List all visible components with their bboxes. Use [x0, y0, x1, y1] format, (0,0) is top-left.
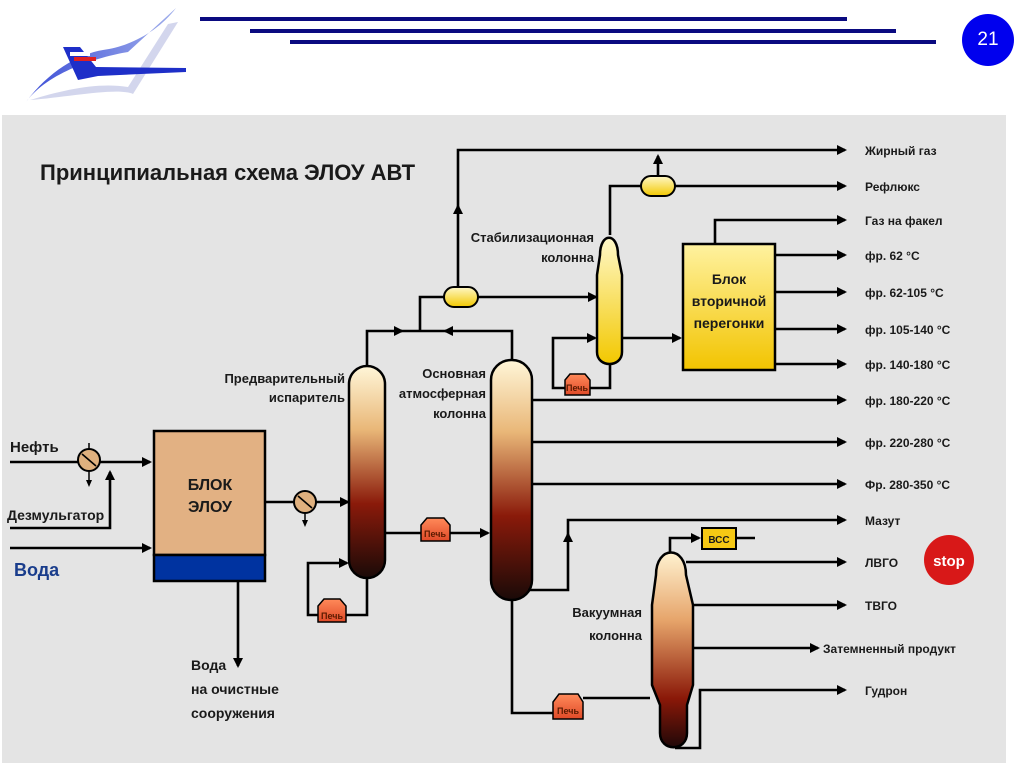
evaporator-overhead-line: [365, 326, 420, 366]
atm-overhead-line: [420, 326, 514, 360]
pre-evaporator-reboiler-loop: [306, 558, 369, 617]
furnace-3-label: Печь: [424, 529, 446, 539]
output-labels: Жирный газ Рефлюкс Газ на факел фр. 62 °…: [823, 144, 956, 698]
heat-exchanger-2-icon: [293, 490, 317, 527]
output-fraction-62: фр. 62 °С: [865, 249, 920, 263]
pre-evaporator-line1: Предварительный: [224, 371, 345, 386]
furnace-3: Печь: [420, 517, 451, 542]
to-condenser-line: [418, 295, 444, 331]
pre-evaporator-column: [347, 364, 387, 580]
elou-block-line2: ЭЛОУ: [188, 499, 233, 516]
condenser-2: [640, 175, 676, 197]
airplane-logo-icon: [26, 8, 186, 102]
stabilization-column: [595, 236, 624, 366]
diagram-title: Принципиальная схема ЭЛОУ АВТ: [40, 160, 416, 185]
atm-to-vacuum-line: [510, 600, 650, 715]
fat-gas-line: [453, 145, 847, 287]
heat-exchanger-1-icon: [77, 443, 101, 487]
stab-column-line2: колонна: [541, 250, 595, 265]
output-darkened-product: Затемненный продукт: [823, 642, 956, 656]
output-mazut: Мазут: [865, 514, 900, 528]
condenser-1: [443, 286, 479, 308]
stab-overhead-line: [608, 184, 641, 235]
output-reflux: Рефлюкс: [865, 180, 920, 194]
stop-button[interactable]: stop: [924, 535, 974, 585]
output-fraction-140-180: фр. 140-180 °С: [865, 358, 951, 372]
vacuum-column: [650, 551, 695, 749]
logo: [8, 2, 188, 112]
secondary-block-line1: Блок: [712, 271, 747, 287]
atm-column-line3: колонна: [433, 406, 487, 421]
output-lvgo: ЛВГО: [865, 556, 898, 570]
output-fraction-280-350: Фр. 280-350 °С: [865, 478, 950, 492]
vss-unit: ВСС: [701, 527, 737, 550]
page-number-badge: 21: [962, 14, 1014, 66]
header-line-1: [200, 17, 847, 21]
input-demulsifier-label: Дезмульгатор: [7, 507, 104, 523]
header-line-3: [290, 40, 936, 44]
elou-block: БЛОК ЭЛОУ: [152, 429, 267, 583]
secondary-block-line2: вторичной: [692, 293, 767, 309]
secondary-block-line3: перегонки: [694, 315, 765, 331]
furnace-1: Печь: [317, 598, 347, 623]
atm-side-draws: [532, 395, 847, 489]
atm-column-line1: Основная: [422, 366, 486, 381]
furnace-2-label: Печь: [566, 383, 588, 393]
output-fraction-220-280: фр. 220-280 °С: [865, 436, 951, 450]
output-tvgo: ТВГО: [865, 599, 897, 613]
output-fraction-180-220: фр. 180-220 °С: [865, 394, 951, 408]
stab-column-line1: Стабилизационная: [471, 230, 594, 245]
pre-evaporator-line2: испаритель: [269, 390, 345, 405]
output-fat-gas: Жирный газ: [864, 144, 937, 158]
water-out-line2: на очистные: [191, 681, 279, 697]
atm-column-line2: атмосферная: [399, 386, 486, 401]
stop-button-label[interactable]: stop: [933, 553, 965, 570]
secondary-distillation-block: Блок вторичной перегонки: [681, 242, 777, 372]
output-fraction-105-140: фр. 105-140 °С: [865, 323, 951, 337]
vacuum-side-draws: [675, 557, 847, 750]
header-line-2: [250, 29, 896, 33]
vacuum-overhead-line: [668, 533, 755, 552]
vacuum-column-line1: Вакуумная: [572, 605, 642, 620]
stab-reboiler-loop: [551, 333, 612, 390]
furnace-4: Печь: [552, 693, 584, 720]
mazut-line: [528, 515, 847, 592]
atmospheric-column: [489, 358, 534, 602]
vss-label: ВСС: [708, 535, 729, 546]
elou-block-line1: БЛОК: [188, 477, 233, 494]
vacuum-column-line2: колонна: [589, 628, 643, 643]
output-tar: Гудрон: [865, 684, 907, 698]
furnace-4-label: Печь: [557, 706, 579, 716]
input-water-label: Вода: [14, 560, 60, 580]
output-flare-gas: Газ на факел: [865, 214, 943, 228]
demulsifier-line: [10, 470, 115, 530]
furnace-1-label: Печь: [321, 611, 343, 621]
water-out-line1: Вода: [191, 657, 226, 673]
output-fraction-62-105: фр. 62-105 °С: [865, 286, 944, 300]
secondary-block-outputs: [713, 215, 847, 369]
furnace-2: Печь: [564, 373, 591, 396]
input-oil-label: Нефть: [10, 439, 59, 456]
water-out-line3: сооружения: [191, 705, 275, 721]
